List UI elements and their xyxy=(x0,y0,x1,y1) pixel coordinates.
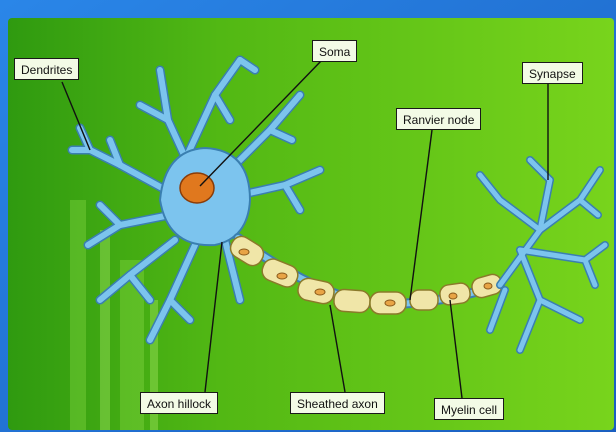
label-myelin-cell: Myelin cell xyxy=(434,398,504,420)
label-synapse: Synapse xyxy=(522,62,583,84)
label-dendrites: Dendrites xyxy=(14,58,79,80)
label-sheathed-axon: Sheathed axon xyxy=(290,392,385,414)
label-soma: Soma xyxy=(312,40,357,62)
label-axon-hillock: Axon hillock xyxy=(140,392,218,414)
label-ranvier-node: Ranvier node xyxy=(396,108,481,130)
